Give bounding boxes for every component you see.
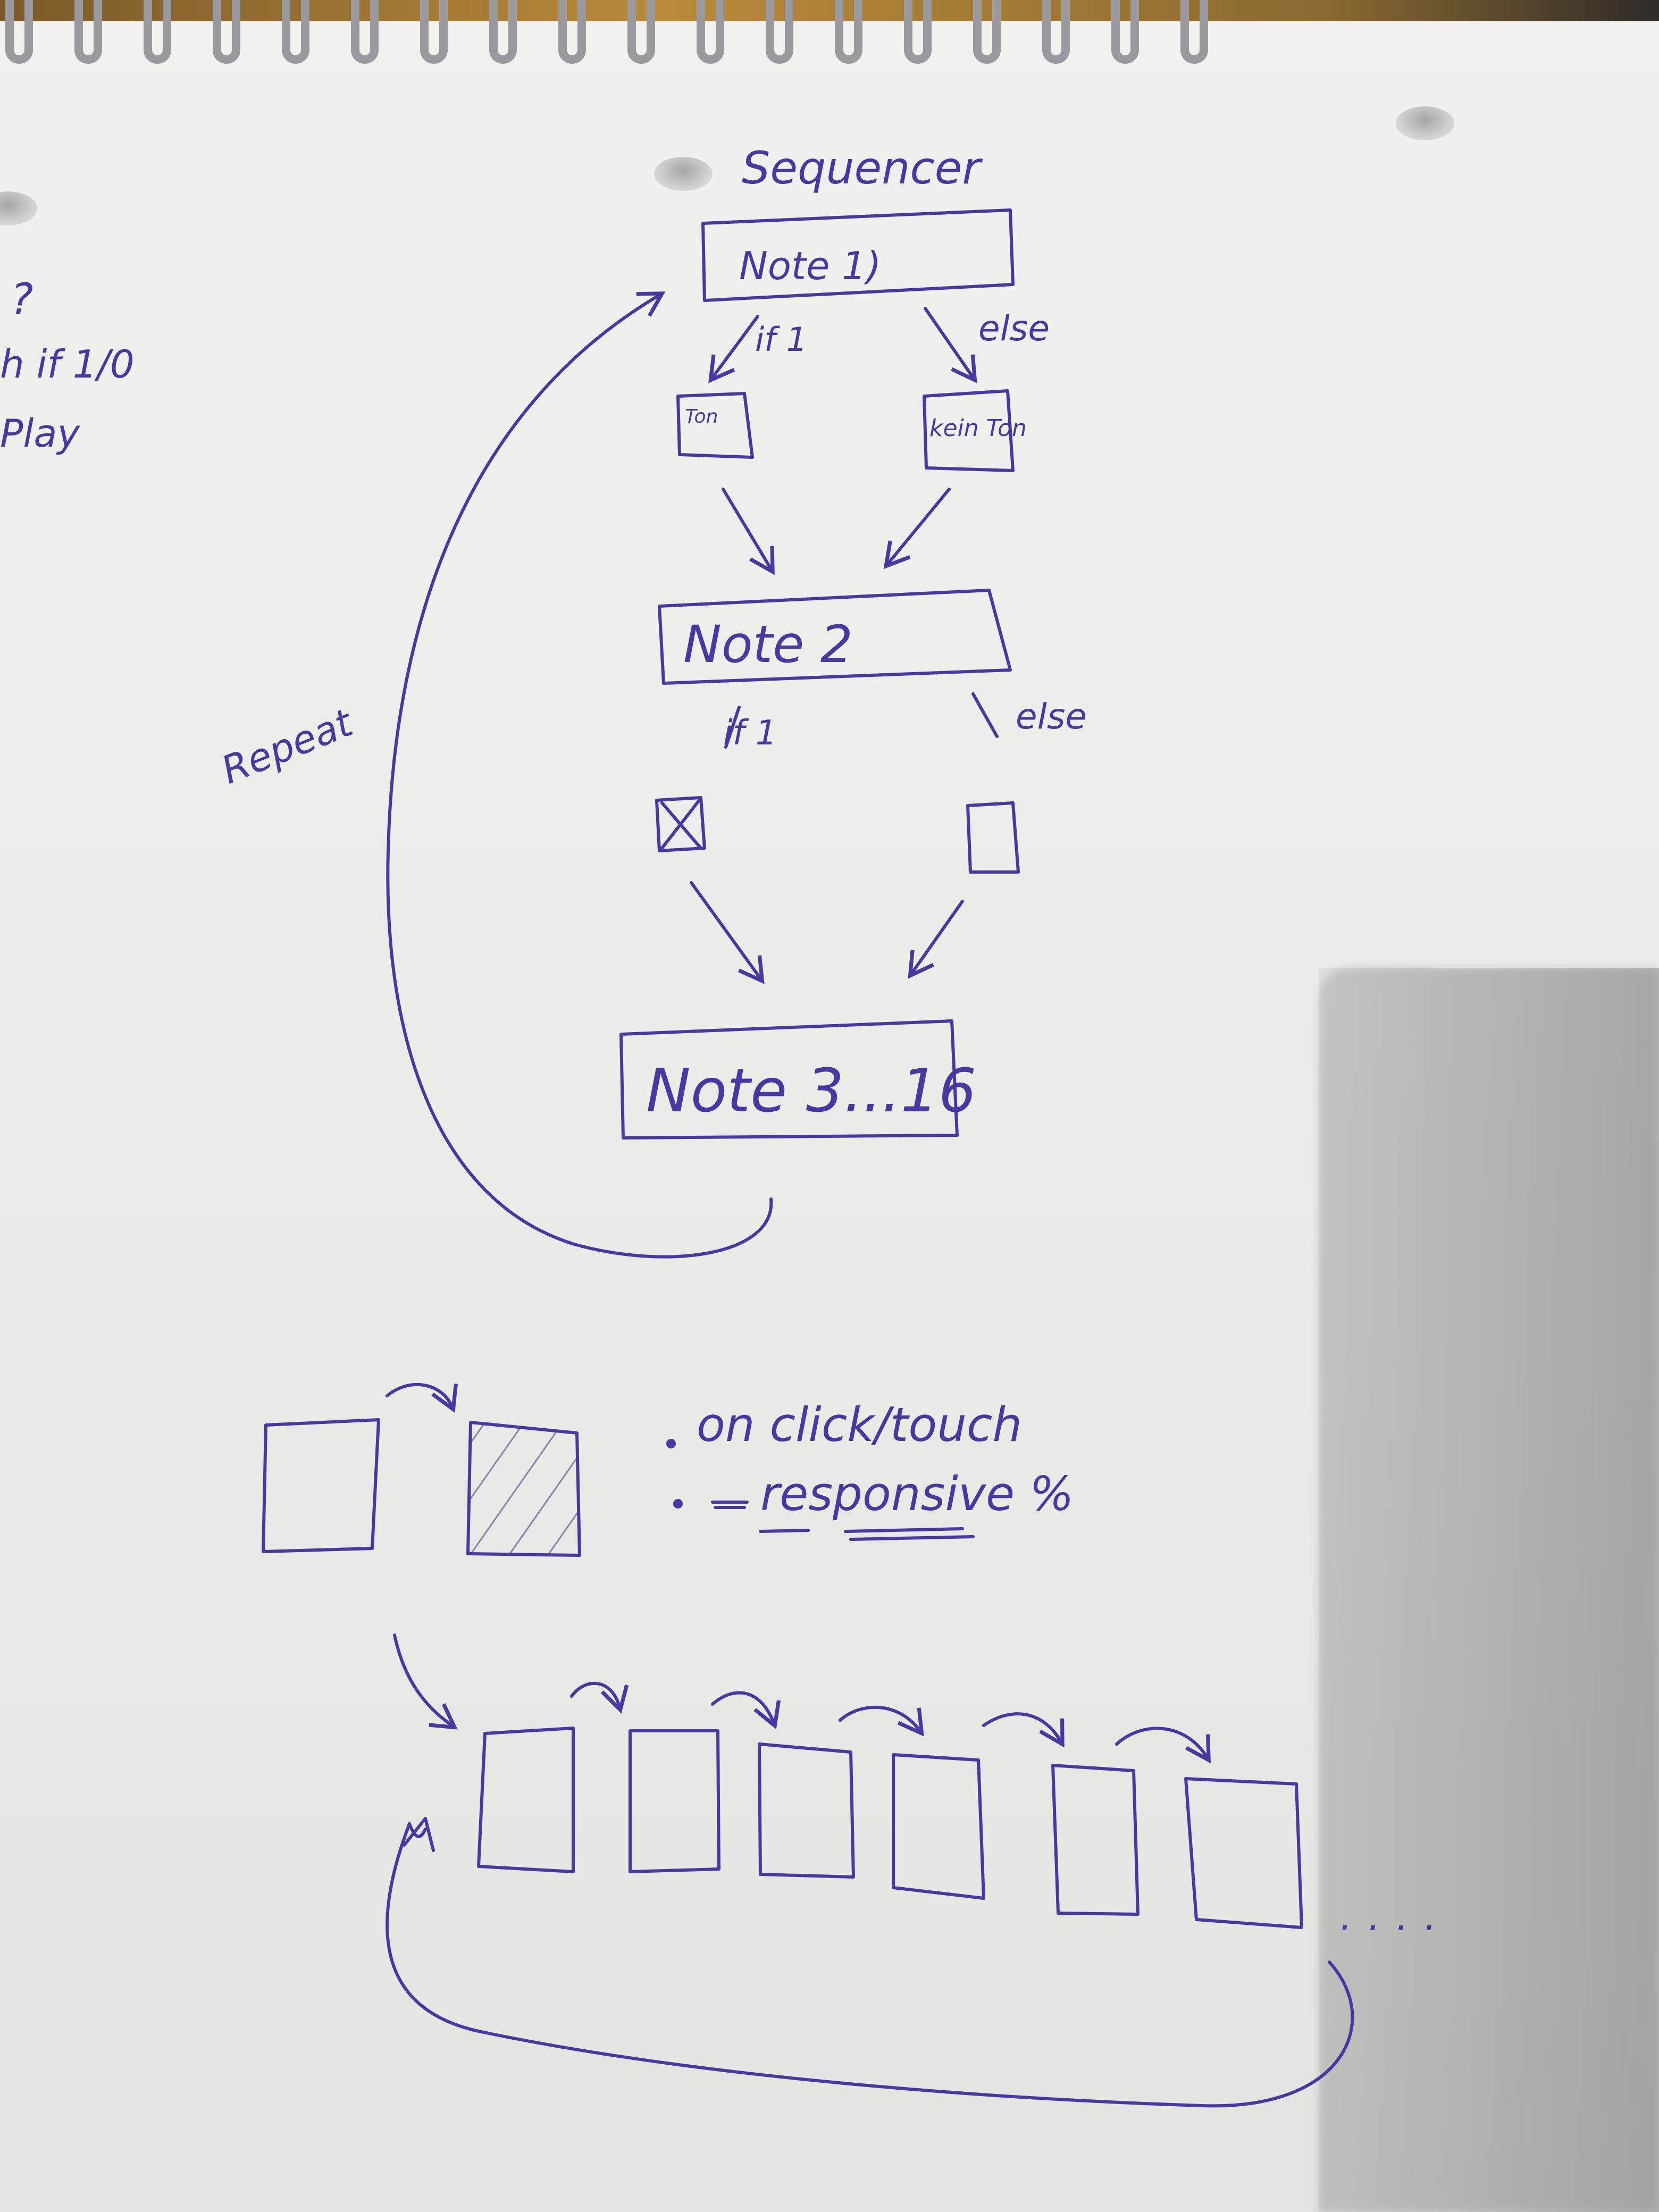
step-arrow <box>1115 1727 1211 1764</box>
kein-ton-box <box>923 389 1015 472</box>
spiral-ring <box>835 0 862 64</box>
spiral-ring <box>489 0 517 64</box>
margin-note-1: ? <box>11 274 33 324</box>
toggle-arrow <box>386 1383 458 1413</box>
spiral-ring <box>213 0 240 64</box>
punch-hole <box>1396 106 1454 140</box>
arrow-checked-to-note3 <box>690 881 765 984</box>
toggle-on-square <box>466 1421 581 1557</box>
repeat-label: Repeat <box>215 700 360 793</box>
label-if-1-a: if 1 <box>755 320 807 359</box>
spiral-ring <box>627 0 655 64</box>
check-cross-icon <box>660 799 702 850</box>
ton-box <box>676 392 754 459</box>
step-arrow <box>982 1712 1065 1748</box>
label-if-1-b: if 1 <box>723 714 777 753</box>
margin-note-2: h if 1/0 <box>0 342 135 387</box>
arrow-ton-to-note2 <box>722 488 775 575</box>
arrow-if-2 <box>724 706 741 749</box>
spiral-ring <box>973 0 1001 64</box>
step-box-6 <box>1184 1777 1303 1929</box>
checked-box <box>655 796 706 852</box>
step-arrow <box>839 1705 924 1737</box>
bullet-dot <box>673 1499 683 1509</box>
bullet-responsive: responsive % <box>760 1467 1074 1521</box>
punch-hole <box>654 157 713 191</box>
note-1-label: Note 1) <box>739 244 881 288</box>
sequencer-title: Sequencer <box>742 142 983 194</box>
toggle-off-square <box>262 1418 380 1553</box>
ton-label: Ton <box>685 406 718 428</box>
arrow-into-row <box>393 1633 458 1730</box>
spiral-ring <box>420 0 448 64</box>
margin-note-3: Play <box>0 411 81 456</box>
hand-shadow <box>1319 968 1659 2212</box>
spiral-ring <box>144 0 171 64</box>
scribble-mark <box>711 1501 749 1509</box>
arrow-else-2 <box>971 692 999 738</box>
unchecked-box <box>966 801 1020 874</box>
label-else-a: else <box>978 308 1050 349</box>
spiral-ring <box>1111 0 1139 64</box>
note-1-box <box>701 208 1015 302</box>
kein-ton-label: kein Ton <box>929 415 1027 442</box>
spiral-ring <box>904 0 932 64</box>
spiral-ring <box>351 0 379 64</box>
label-else-b: else <box>1016 696 1087 737</box>
bullet-dot <box>666 1439 676 1448</box>
step-box-1 <box>477 1727 575 1873</box>
step-arrow <box>570 1681 629 1714</box>
spiral-ring <box>766 0 793 64</box>
sequence-loop-arrowhead <box>403 1817 435 1852</box>
arrow-unchecked-to-note3 <box>908 900 964 979</box>
step-arrow <box>711 1691 781 1730</box>
spiral-ring <box>558 0 586 64</box>
bullet-on-click: on click/touch <box>697 1397 1022 1452</box>
sequence-loop-arrow <box>386 1822 1354 2108</box>
arrow-if-1 <box>708 315 759 383</box>
step-box-2 <box>629 1729 720 1873</box>
repeat-loop-arrow <box>386 291 773 1259</box>
underline-marks <box>759 1527 975 1541</box>
step-box-4 <box>892 1753 985 1900</box>
arrow-keinton-to-note2 <box>883 488 951 569</box>
spiral-ring <box>5 0 33 64</box>
hand-shadow-overlay <box>1319 968 1659 2212</box>
note-2-label: Note 2 <box>683 615 853 674</box>
note-2-box <box>658 589 1012 685</box>
spiral-ring <box>697 0 724 64</box>
arrow-else-1 <box>924 307 977 383</box>
spiral-ring <box>1042 0 1070 64</box>
spiral-ring <box>74 0 102 64</box>
step-box-3 <box>758 1742 855 1879</box>
spiral-ring <box>282 0 309 64</box>
continuation-ellipsis: .... <box>1340 1895 1453 1939</box>
note-3-16-box <box>619 1019 959 1139</box>
notebook-cover-edge <box>0 0 1659 21</box>
step-box-5 <box>1051 1764 1139 1916</box>
spiral-ring <box>1180 0 1208 64</box>
note-3-16-label: Note 3...16 <box>646 1057 976 1126</box>
